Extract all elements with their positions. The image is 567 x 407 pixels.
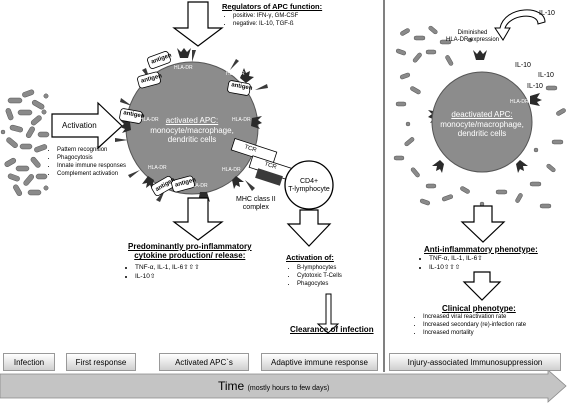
pathogen-response-item: Phagocytosis [57,154,126,162]
anti-inflammatory-title: Anti-inflammatory phenotype: [424,245,538,254]
activated-apc-line: monocyte/macrophage, [150,125,234,135]
proinflammatory-down-arrow [172,197,224,241]
clinical-list: Increased viral reactivation rate Increa… [414,313,526,337]
stage-adaptive-immune-response: Adaptive immune response [261,353,378,371]
hla-dr-label: HLA-DR [469,67,488,73]
hla-dr-label: HLA-DR [140,117,159,123]
hla-dr-label: HLA-DR [174,65,193,71]
activation-label: Activation [62,121,97,130]
cd4-label-line: CD4+ [299,178,319,185]
hla-dr-label: HLA-DR [189,183,208,189]
hla-dr-label: HLA-DR [222,167,241,173]
deactivated-apc-cell [428,50,542,173]
pathogen-response-item: Pattern recognition [57,146,126,154]
regulators-title: Regulators of APC function: [222,2,323,11]
proinflammatory-title-line: cytokine production/ release: [134,251,246,261]
activation-of-list: B-lymphocytes Cytotoxic T-Cells Phagocyt… [288,264,342,288]
stage-activated-apcs: Activated APC`s [159,353,249,371]
il10-label: IL-10 [515,62,531,69]
pathogen-cluster-left [0,89,50,153]
pathogen-cluster-right [393,25,566,209]
anti-inflammatory-item: TNF-α, IL-1, IL-6⇧ [429,255,483,264]
activated-apc-line: dendritic cells [167,135,217,145]
activation-down-arrow [286,209,332,247]
activated-apc-cell [115,48,268,210]
pathogen-response-item: Innate immune responses [57,162,126,170]
hla-dr-label: HLA-DR [226,71,245,77]
proinflammatory-item: TNF-α, IL-1, IL-6⇧⇧⇧ [135,264,200,273]
pathogen-response-item: Complement activation [57,170,126,178]
activated-apc-line: activated APC: [165,116,219,125]
activation-arrow [51,101,123,150]
cd4-t-lymphocyte-cell [284,160,334,210]
il10-label: IL-10 [539,10,555,17]
regulators-list: positive: IFN-γ, GM-CSF negative: IL-10,… [224,12,298,28]
time-label-note: (mostly hours to few days) [247,385,330,392]
time-label-word: Time [218,379,245,393]
mhc-label-line: MHC class II [236,196,276,203]
clinical-item: Increased viral reactivation rate [423,313,526,321]
hla-dr-label: HLA-DR [148,165,167,171]
diminished-label: Diminished HLA-DR expression [446,30,499,44]
anti-inflammatory-item: IL-10⇧⇧⇧ [429,264,483,273]
anti-inflammatory-down-arrow [460,205,506,243]
il10-label: IL-10 [538,72,554,79]
deactivated-apc-line: dendritic cells [457,129,507,139]
stage-infection: Infection [3,353,55,371]
activation-of-item: B-lymphocytes [297,264,342,272]
activation-of-item: Cytotoxic T-Cells [297,272,342,280]
mhc-label-line: complex [242,204,269,212]
proinflammatory-title-line: Predominantly pro-inflammatory [128,242,252,251]
mhc-label: MHC class II complex [236,196,276,212]
clearance-down-arrow [316,293,340,334]
proinflammatory-title: Predominantly pro-inflammatory cytokine … [128,242,252,260]
stage-first-response: First response [66,353,136,371]
cd4-label-line: T-lymphocyte [288,186,330,194]
pathogen-cluster-bottom-left [4,156,49,197]
clinical-down-arrow [462,271,502,301]
anti-inflammatory-list: TNF-α, IL-1, IL-6⇧ IL-10⇧⇧⇧ [420,255,483,273]
proinflammatory-item: IL-10⇧ [135,273,200,282]
clinical-item: Increased mortality [423,329,526,337]
regulators-down-arrow [172,1,224,47]
il10-label: IL-10 [527,83,543,90]
hla-dr-label: HLA-DR [232,117,251,123]
pathogen-response-list: Pattern recognition Phagocytosis Innate … [48,146,126,178]
regulators-item: positive: IFN-γ, GM-CSF [233,12,298,20]
clinical-item: Increased secondary (re)-infection rate [423,321,526,329]
clinical-title: Clinical phenotype: [442,304,516,313]
deactivated-apc-label: deactivated APC: monocyte/macrophage, de… [432,110,532,139]
deactivated-apc-line: monocyte/macrophage, [440,119,524,129]
activation-of-title: Activation of: [286,253,334,262]
diminished-label-line: Diminished [457,30,488,36]
clearance-label: Clearance of infection [290,325,374,334]
regulators-item: negative: IL-10, TGF-ß [233,20,298,28]
diminished-label-line: HLA-DR expression [446,36,500,43]
stage-immunosuppression: Injury-associated Immunosuppression [389,353,561,371]
activated-apc-label: activated APC: monocyte/macrophage, dend… [140,116,244,145]
cd4-label: CD4+ T-lymphocyte [286,178,332,194]
time-label: Time (mostly hours to few days) [218,379,330,394]
proinflammatory-list: TNF-α, IL-1, IL-6⇧⇧⇧ IL-10⇧ [126,264,200,282]
il10-curved-arrow [494,9,546,41]
activation-of-item: Phagocytes [297,280,342,288]
time-arrow [0,369,567,403]
deactivated-apc-line: deactivated APC: [451,110,513,119]
hla-dr-label: HLA-DR [510,99,529,105]
